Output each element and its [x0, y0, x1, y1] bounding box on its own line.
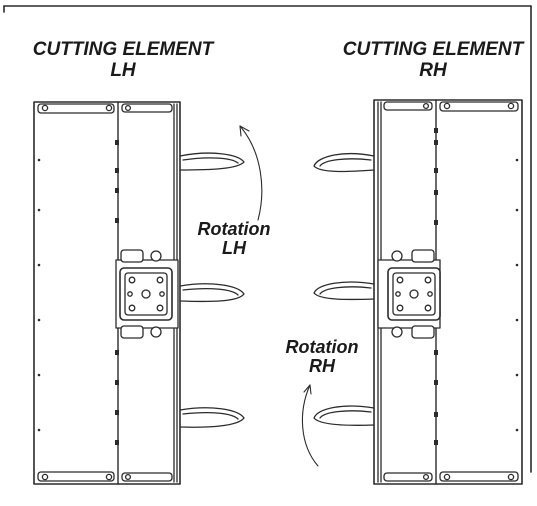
blades-rh — [313, 153, 375, 426]
rotation-rh-line1: Rotation — [285, 337, 359, 357]
rotation-lh-label: Rotation LH — [186, 219, 282, 259]
cutting-element-rh-drawing — [313, 99, 523, 485]
blades-lh — [179, 152, 245, 428]
hub-lh — [115, 249, 179, 339]
cutting-element-lh-title: CUTTING ELEMENT LH — [18, 39, 228, 81]
rotation-lh-line2: LH — [222, 238, 246, 259]
title-lh-line2: LH — [110, 59, 136, 81]
rotation-rh-line2: RH — [309, 356, 335, 377]
rotation-arrows — [239, 125, 319, 467]
cutting-element-rh-title: CUTTING ELEMENT RH — [328, 39, 537, 81]
rotation-lh-line1: Rotation — [197, 219, 271, 239]
cutting-element-lh-drawing — [33, 101, 245, 485]
rotation-rh-label: Rotation RH — [274, 337, 370, 377]
title-lh-line1: CUTTING ELEMENT — [32, 39, 214, 60]
title-rh-line1: CUTTING ELEMENT — [342, 39, 524, 60]
title-rh-line2: RH — [419, 59, 447, 81]
hub-rh — [377, 249, 441, 339]
frame-lines — [3, 5, 532, 473]
rotation-rh-arrow — [301, 384, 319, 467]
rotation-lh-arrow — [239, 125, 263, 221]
